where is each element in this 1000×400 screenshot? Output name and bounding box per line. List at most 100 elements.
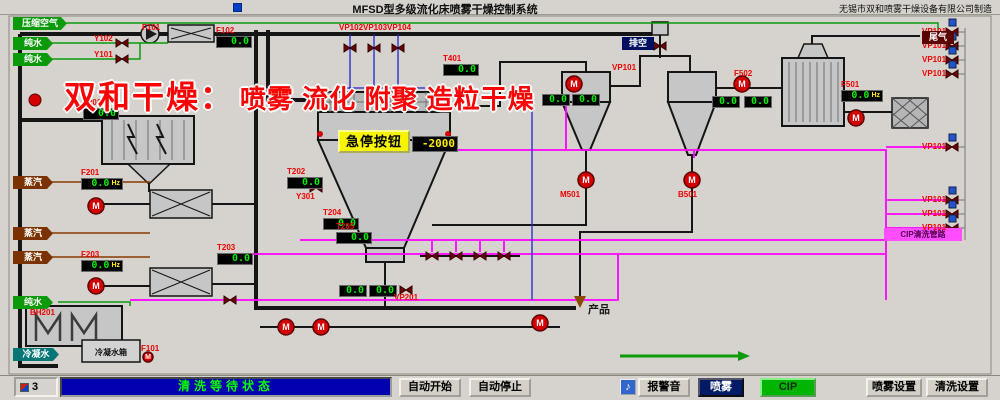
valve-icon[interactable] xyxy=(659,41,667,51)
valve-icon[interactable] xyxy=(653,41,661,51)
cip-line-label: CIP清洗管路 xyxy=(884,228,962,241)
valve-icon[interactable] xyxy=(497,251,505,261)
motor-pump-icon[interactable] xyxy=(87,277,105,295)
valve-icon[interactable] xyxy=(367,43,375,53)
valve-icon[interactable] xyxy=(373,43,381,53)
equipment-label-VP101: VP101 xyxy=(922,69,947,78)
equipment-label-VP101: VP101 xyxy=(612,63,637,72)
gauge-display-PV3: 0.0 xyxy=(712,96,740,108)
button-auto-stop[interactable]: 自动停止 xyxy=(469,378,531,397)
equipment-label-F502: F502 xyxy=(734,69,753,78)
valve-icon[interactable] xyxy=(473,251,481,261)
gauge-label-T201: T201 xyxy=(83,98,102,107)
alarm-speaker-icon[interactable]: ♪ xyxy=(620,379,636,395)
valve-actuator-icon xyxy=(948,18,957,27)
valve-icon[interactable] xyxy=(479,251,487,261)
button-spray-settings[interactable]: 喷雾设置 xyxy=(866,378,922,397)
motor-pump-icon[interactable] xyxy=(565,75,583,93)
valve-icon[interactable] xyxy=(399,285,407,295)
motor-pump-icon[interactable] xyxy=(733,75,751,93)
gauge-display-PV6: 0.0 xyxy=(369,285,397,297)
valve-icon[interactable] xyxy=(121,54,129,64)
motor-pump-icon[interactable] xyxy=(847,109,865,127)
motor-pump-icon[interactable] xyxy=(312,318,330,336)
watermark-words: 喷雾 流化 附聚 造粒干燥 xyxy=(240,84,535,114)
product-label: 产品 xyxy=(588,304,610,316)
flow-label: 纯水 xyxy=(13,53,53,66)
flow-label: 蒸汽 xyxy=(13,176,53,189)
motor-letter: M xyxy=(317,322,325,332)
gauge-display-T401: 0.0 xyxy=(443,64,479,76)
water-air-pipes xyxy=(52,22,939,358)
valve-icon[interactable] xyxy=(349,43,357,53)
valve-icon[interactable] xyxy=(115,54,123,64)
equipment-label-B501: B501 xyxy=(678,190,698,199)
gauge-display-T203: 0.0 xyxy=(217,253,253,265)
flow-arrow xyxy=(738,351,750,361)
gauge-display-PV4: 0.0 xyxy=(744,96,772,108)
button-cip[interactable]: CIP xyxy=(760,378,816,397)
valve-icon[interactable] xyxy=(455,251,463,261)
valve-icon[interactable] xyxy=(405,285,413,295)
valve-icon[interactable] xyxy=(229,295,237,305)
motor-pump-icon[interactable] xyxy=(142,351,154,363)
motor-pump-icon[interactable] xyxy=(87,197,105,215)
valve-icon[interactable] xyxy=(951,142,959,152)
product-arrow xyxy=(574,296,586,308)
motor-pump-icon[interactable] xyxy=(683,171,701,189)
motor-pump-icon[interactable] xyxy=(577,171,595,189)
gauge-label-F501: F501 xyxy=(841,80,860,89)
motor-letter: M xyxy=(92,201,100,211)
label-vent: 排空 xyxy=(622,37,654,50)
equipment-label-BH201: BH201 xyxy=(30,308,55,317)
valve-icon[interactable] xyxy=(343,43,351,53)
motor-letter: M xyxy=(92,281,100,291)
valve-icon[interactable] xyxy=(223,295,231,305)
gauge-label-F201: F201 xyxy=(81,168,100,177)
equipment-label-VP201: VP201 xyxy=(394,293,419,302)
flow-label: 纯水 xyxy=(13,37,53,50)
valve-manifold-lines xyxy=(958,28,966,240)
valve-icon[interactable] xyxy=(449,251,457,261)
motor-pump-icon[interactable] xyxy=(531,314,549,332)
motor-letter: M xyxy=(536,318,544,328)
gauge-display-PV2: 0.0 xyxy=(572,94,600,106)
gauge-label-F203: F203 xyxy=(81,250,100,259)
valve-icon[interactable] xyxy=(397,43,405,53)
valve-icon[interactable] xyxy=(391,43,399,53)
valve-icon[interactable] xyxy=(503,251,511,261)
manufacturer-label: 无锡市双和喷雾干燥设备有限公司制造 xyxy=(838,4,992,14)
emergency-stop-button[interactable]: 急停按钮 xyxy=(338,130,410,153)
valve-icon[interactable] xyxy=(951,69,959,79)
button-clean-settings[interactable]: 清洗设置 xyxy=(926,378,988,397)
gauge-display-T201: 0.0 xyxy=(83,108,119,120)
valve-icon[interactable] xyxy=(431,251,439,261)
motor-pump-icon[interactable] xyxy=(277,318,295,336)
valve-actuator-icon xyxy=(948,200,957,209)
valve-icon[interactable] xyxy=(121,38,129,48)
valve-icon[interactable] xyxy=(115,38,123,48)
flow-label: 蒸汽 xyxy=(13,227,53,240)
gauge-label-T401: T401 xyxy=(443,54,462,63)
motor-letter: M xyxy=(738,79,746,89)
equipment-label-VP103: VP103 xyxy=(363,23,388,32)
button-alarm-sound[interactable]: 报警音 xyxy=(638,378,690,397)
equipment-label-Y301: Y301 xyxy=(296,192,315,201)
equipment-label-VP104: VP104 xyxy=(387,23,412,32)
condenser xyxy=(781,43,845,127)
button-auto-start[interactable]: 自动开始 xyxy=(399,378,461,397)
app-icon xyxy=(233,3,242,12)
condensate-tank-label: 冷凝水箱 xyxy=(95,348,127,357)
nozzle-icon xyxy=(317,131,323,137)
equipment-label-VP101: VP101 xyxy=(922,41,947,50)
valve-icon[interactable] xyxy=(425,251,433,261)
motor-letter: M xyxy=(688,175,696,185)
valve-icon[interactable] xyxy=(945,69,953,79)
button-spray[interactable]: 喷雾 xyxy=(698,378,744,397)
gauge-display-PV5: 0.0 xyxy=(339,285,367,297)
valve-icon[interactable] xyxy=(945,142,953,152)
motor-letter: M xyxy=(145,354,151,361)
